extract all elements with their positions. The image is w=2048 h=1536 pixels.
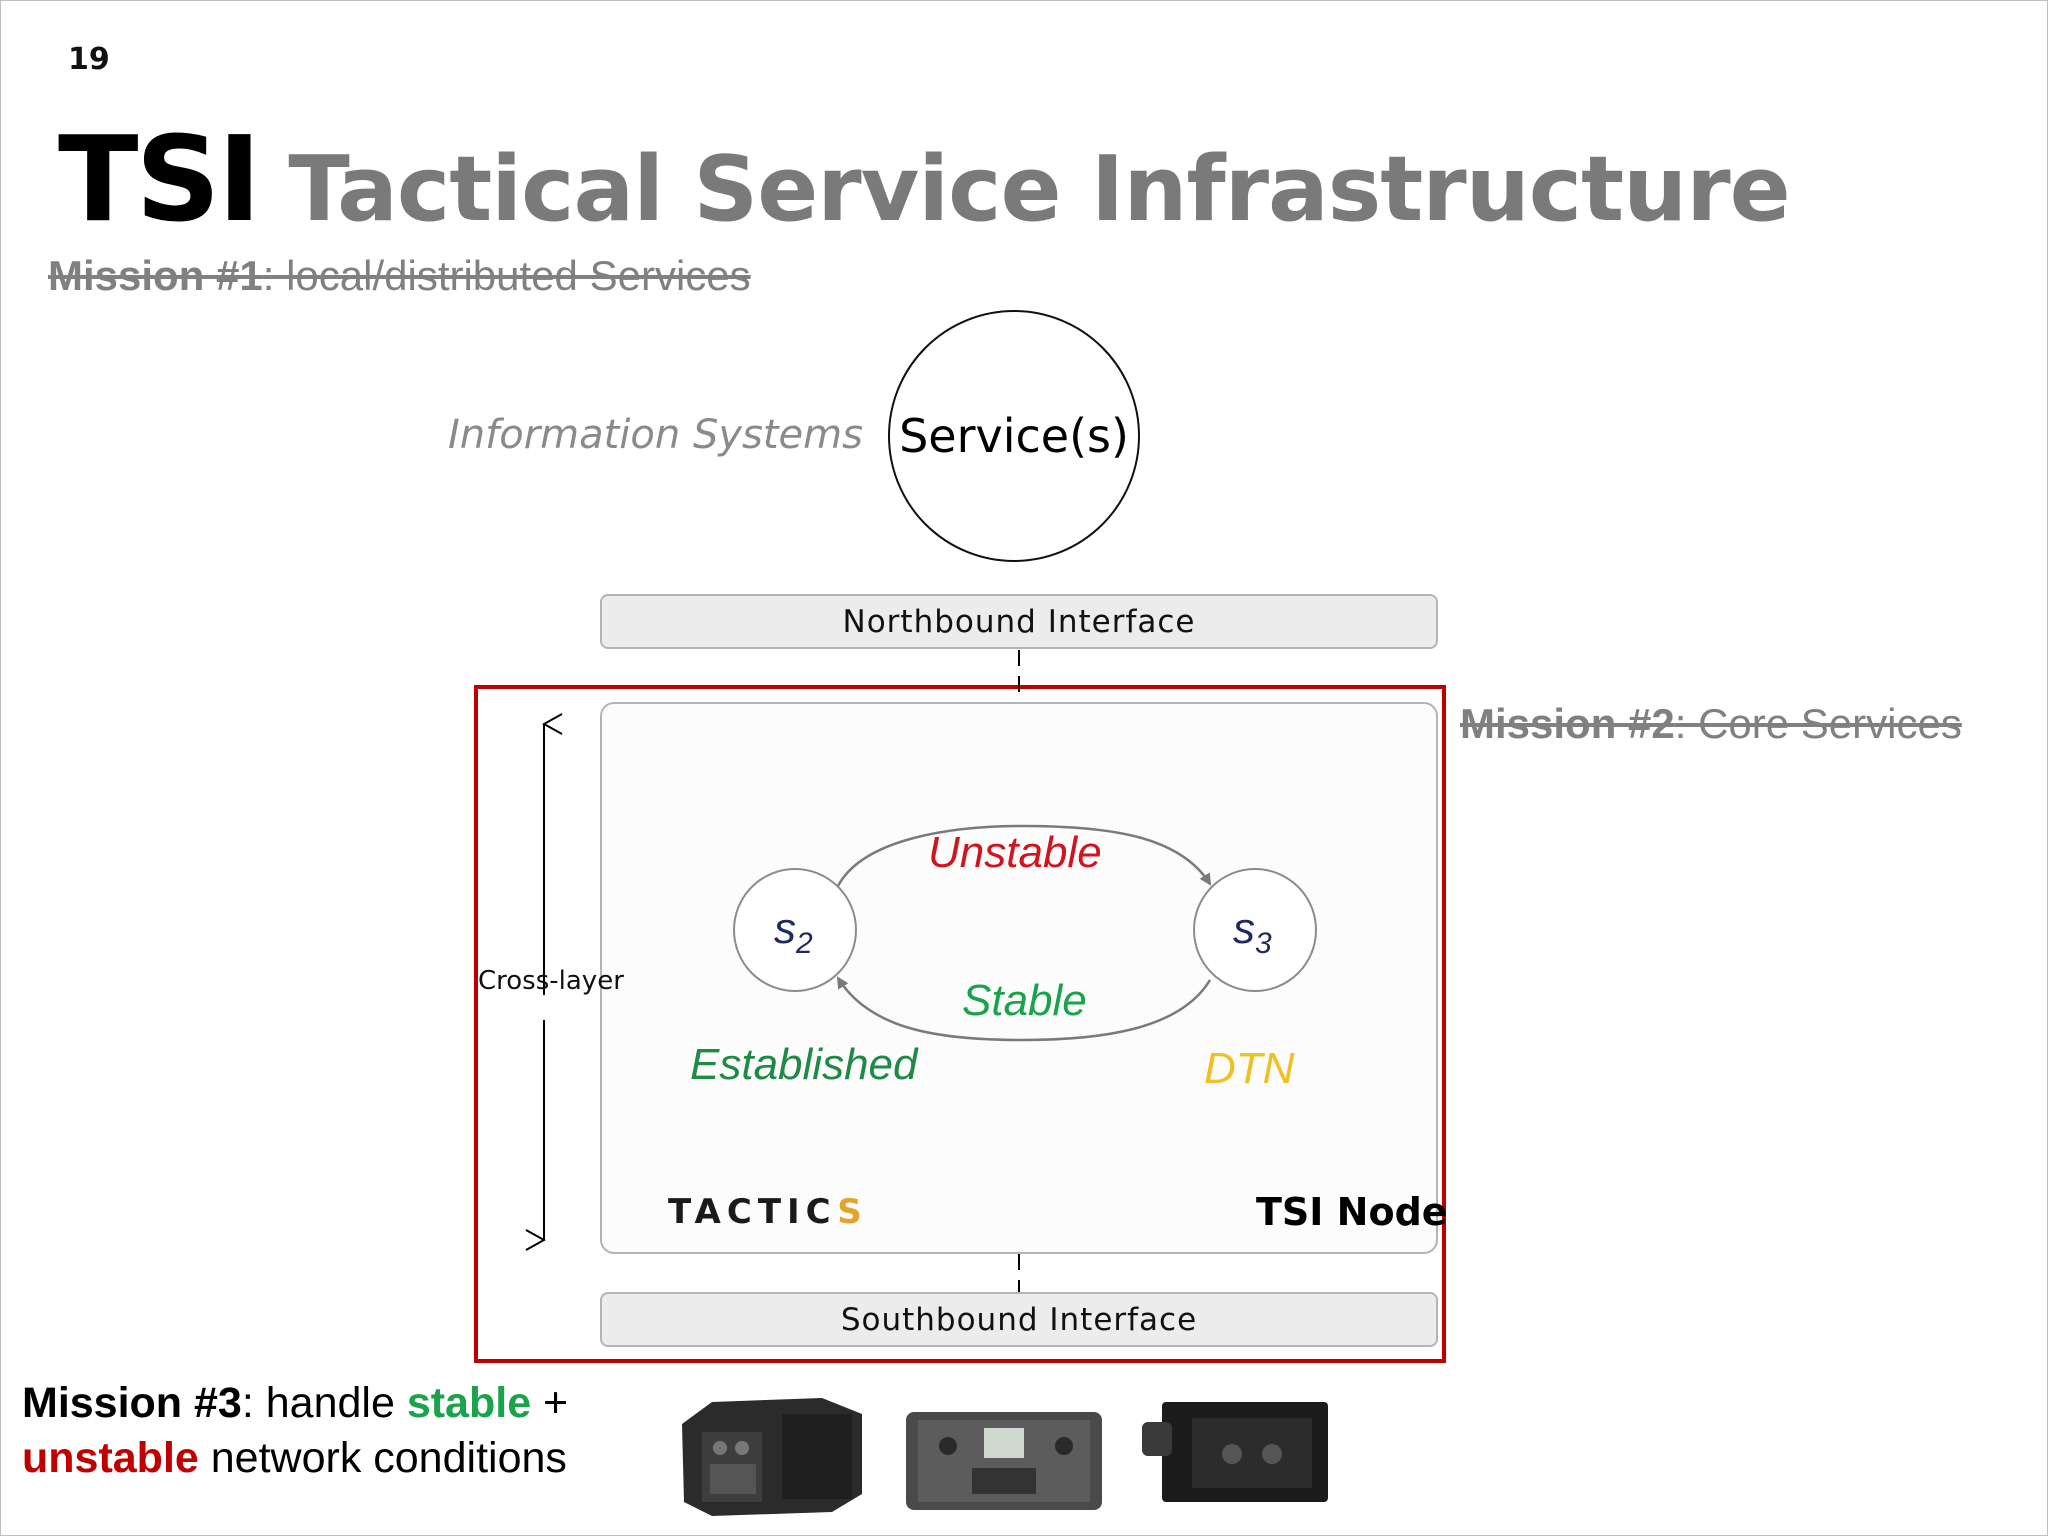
- mission-3-text1: : handle: [241, 1379, 407, 1427]
- dtn-state-label: DTN: [1204, 1044, 1295, 1093]
- mission-1-text: Mission #1: local/distributed Services: [48, 252, 751, 300]
- stable-transition-label: Stable: [962, 976, 1087, 1025]
- slide-number: 19: [68, 42, 110, 77]
- tsi-node-box: [600, 702, 1438, 1254]
- northbound-interface: Northbound Interface: [600, 594, 1438, 649]
- state-s2-label: s2: [774, 904, 813, 961]
- mission-2-text: Mission #2: Core Services: [1460, 700, 1962, 748]
- state-s3-subscript: 3: [1255, 926, 1272, 960]
- tsi-node-label: TSI Node: [1256, 1190, 1448, 1234]
- mission-3-text2: network conditions: [198, 1434, 567, 1482]
- northbound-label: Northbound Interface: [842, 603, 1196, 640]
- mission-2-label: Mission #2: [1460, 700, 1675, 747]
- mission-3-label: Mission #3: [22, 1379, 242, 1427]
- tsi-node-frame: [474, 685, 1446, 1363]
- mission-3-stable: stable: [406, 1379, 532, 1427]
- mission-3-text: Mission #3: handle stable + unstable net…: [22, 1376, 568, 1486]
- mission-3-plus: +: [531, 1379, 569, 1427]
- mission-1-desc: : local/distributed Services: [262, 252, 751, 299]
- service-circle: Service(s): [888, 310, 1140, 562]
- slide-title: TSI Tactical Service Infrastructure: [58, 110, 1791, 248]
- tactical-radios-image: [682, 1398, 1328, 1516]
- radio-device-3: [1142, 1402, 1328, 1502]
- mission-2-desc: : Core Services: [1674, 700, 1962, 747]
- state-s2-subscript: 2: [796, 926, 813, 960]
- information-systems-label: Information Systems: [448, 412, 863, 458]
- title-full: Tactical Service Infrastructure: [288, 137, 1790, 242]
- mission-1-label: Mission #1: [48, 252, 263, 299]
- state-s3-symbol: s: [1233, 904, 1255, 953]
- service-label: Service(s): [899, 409, 1129, 463]
- tactics-logo-main: TACTIC: [668, 1192, 838, 1232]
- mission-3-unstable: unstable: [22, 1434, 199, 1482]
- established-state-label: Established: [690, 1040, 918, 1089]
- unstable-transition-arrow: [834, 824, 1212, 891]
- tactics-logo: TACTICS: [668, 1192, 868, 1232]
- state-s3: [1193, 868, 1317, 992]
- state-s2: [733, 868, 857, 992]
- southbound-label: Southbound Interface: [840, 1301, 1198, 1338]
- radio-device-2: [906, 1412, 1102, 1510]
- unstable-transition-label: Unstable: [928, 828, 1102, 877]
- tactics-logo-accent: S: [837, 1192, 868, 1232]
- stable-transition-arrow: [836, 976, 1212, 1042]
- radio-device-1: [682, 1398, 862, 1516]
- southbound-interface: Southbound Interface: [600, 1292, 1438, 1347]
- state-s3-label: s3: [1233, 904, 1272, 961]
- title-abbreviation: TSI: [58, 110, 261, 248]
- cross-layer-label: Cross-layer: [478, 966, 624, 996]
- state-s2-symbol: s: [774, 904, 796, 953]
